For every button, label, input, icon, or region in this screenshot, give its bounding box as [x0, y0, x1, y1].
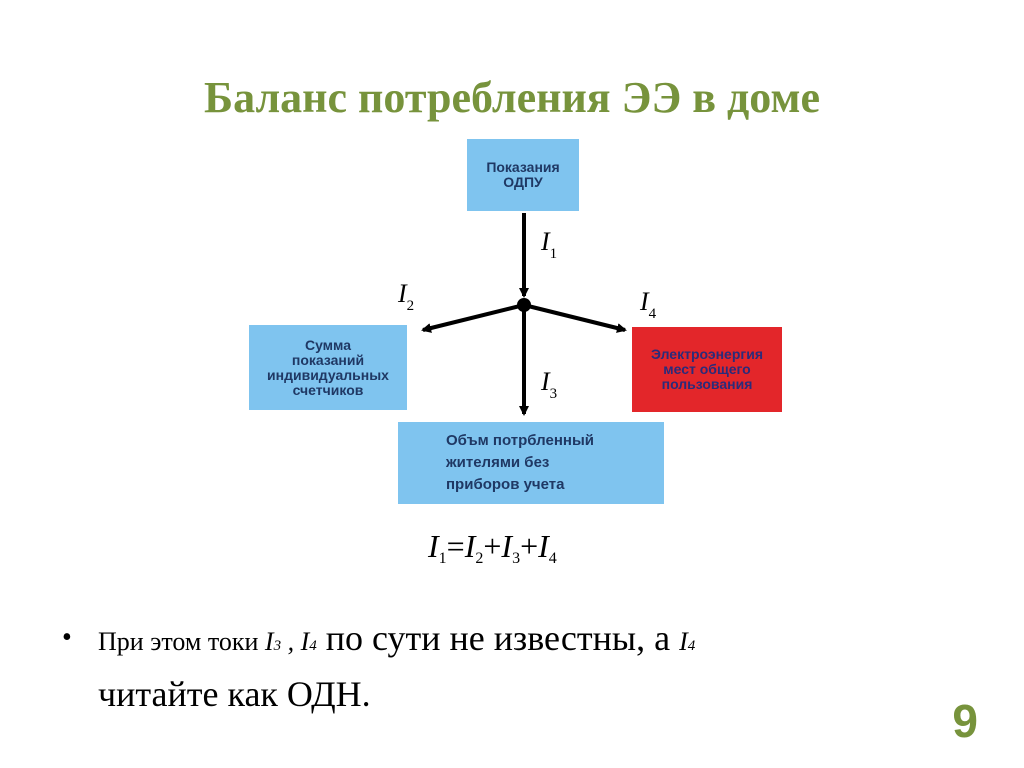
box-odpu-readings: Показания ОДПУ	[467, 139, 579, 211]
box-odpu-label: Показания ОДПУ	[486, 159, 560, 190]
page-number: 9	[952, 695, 978, 747]
box-common-area-energy: Электроэнергия мест общего пользования	[632, 327, 782, 412]
box-common-label: Электроэнергия мест общего пользования	[650, 346, 764, 392]
arrow-i4	[523, 303, 627, 333]
box-unmetered-consumption: Объм потрбленный жителями без приборов у…	[398, 422, 664, 504]
balance-equation: I1=I2+I3+I4	[428, 528, 557, 567]
label-i3: I3	[540, 367, 557, 402]
junction-node	[517, 298, 531, 312]
box-individual-label: Сумма показаний индивидуальных счетчиков	[267, 336, 389, 398]
label-i2: I2	[397, 279, 414, 314]
label-i4: I4	[639, 287, 657, 322]
slide-title: Баланс потребления ЭЭ в доме	[204, 73, 820, 122]
box-individual-meters: Сумма показаний индивидуальных счетчиков	[249, 325, 407, 410]
bullet-item: • При этом токи I3 , I4 по сути не извес…	[62, 614, 962, 718]
label-i1: I1	[540, 227, 557, 262]
arrow-i2	[421, 303, 525, 333]
bullet-text: При этом токи I3 , I4 по сути не известн…	[98, 618, 696, 714]
box-no-meter-label: Объм потрбленный жителями без приборов у…	[446, 432, 595, 493]
bullet-marker: •	[62, 622, 72, 653]
